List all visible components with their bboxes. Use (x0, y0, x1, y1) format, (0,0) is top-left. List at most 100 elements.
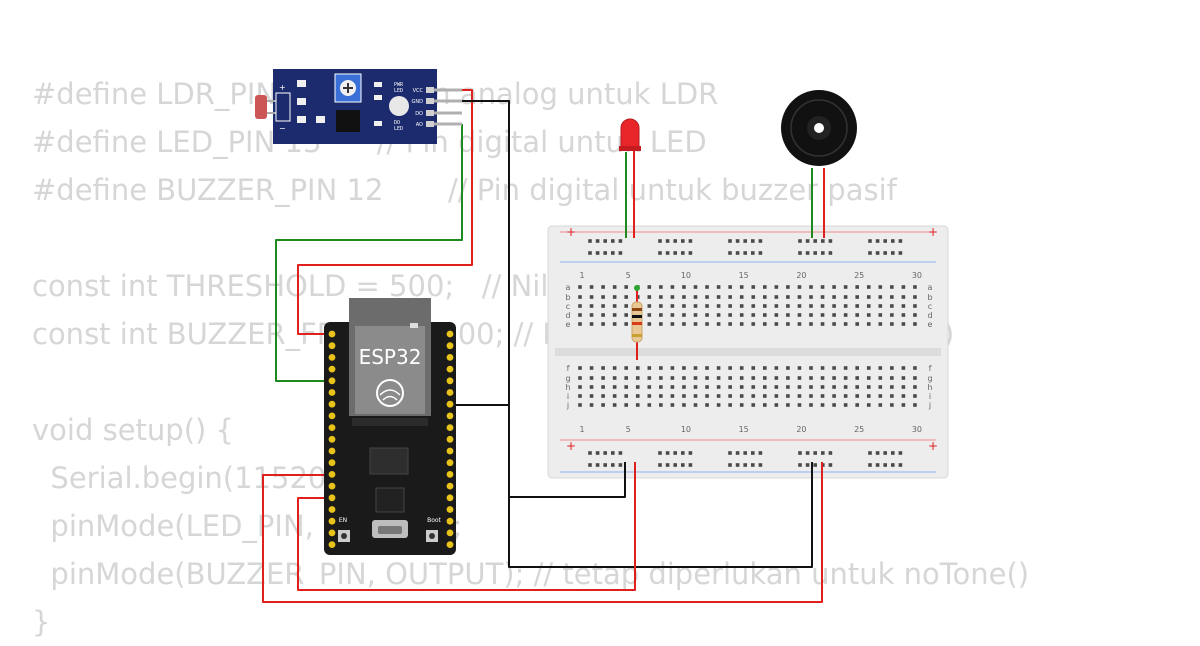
breadboard-hole[interactable] (716, 285, 721, 289)
rail-hole[interactable] (603, 251, 607, 255)
rail-hole[interactable] (821, 451, 825, 455)
rail-hole[interactable] (735, 463, 740, 467)
breadboard-hole[interactable] (682, 322, 686, 326)
breadboard-hole[interactable] (786, 376, 790, 380)
breadboard-hole[interactable] (843, 304, 848, 308)
breadboard-hole[interactable] (843, 366, 848, 370)
rail-hole[interactable] (688, 451, 693, 455)
breadboard-hole[interactable] (739, 385, 744, 389)
rail-hole[interactable] (743, 239, 747, 243)
breadboard-hole[interactable] (647, 385, 652, 389)
rail-hole[interactable] (798, 463, 802, 467)
rail-hole[interactable] (658, 239, 662, 243)
esp32-pin-right[interactable] (446, 377, 454, 385)
breadboard-hole[interactable] (589, 366, 594, 370)
breadboard-hole[interactable] (763, 366, 767, 370)
esp32-pin-left[interactable] (328, 412, 336, 420)
breadboard-hole[interactable] (670, 285, 675, 289)
breadboard-hole[interactable] (878, 376, 883, 380)
breadboard-hole[interactable] (693, 366, 698, 370)
breadboard-hole[interactable] (809, 366, 813, 370)
breadboard-hole[interactable] (739, 376, 744, 380)
rail-hole[interactable] (891, 451, 895, 455)
breadboard-hole[interactable] (624, 385, 628, 389)
breadboard-hole[interactable] (670, 403, 675, 407)
breadboard-hole[interactable] (843, 376, 848, 380)
breadboard-hole[interactable] (682, 295, 686, 299)
breadboard-hole[interactable] (693, 376, 698, 380)
breadboard-hole[interactable] (774, 295, 779, 299)
breadboard-hole[interactable] (728, 295, 732, 299)
breadboard-hole[interactable] (797, 385, 802, 389)
breadboard-hole[interactable] (797, 313, 802, 317)
esp32-pin-left[interactable] (328, 377, 336, 385)
esp32-pin-right[interactable] (446, 354, 454, 361)
rail-hole[interactable] (743, 451, 747, 455)
breadboard-hole[interactable] (601, 304, 605, 308)
breadboard-hole[interactable] (797, 304, 802, 308)
breadboard-hole[interactable] (786, 295, 790, 299)
breadboard-hole[interactable] (797, 394, 802, 398)
breadboard-hole[interactable] (624, 304, 628, 308)
breadboard-hole[interactable] (601, 295, 605, 299)
breadboard-hole[interactable] (832, 285, 836, 289)
breadboard-hole[interactable] (866, 403, 871, 407)
breadboard-hole[interactable] (797, 285, 802, 289)
rail-hole[interactable] (813, 251, 817, 255)
breadboard-hole[interactable] (751, 385, 756, 389)
breadboard-hole[interactable] (786, 313, 790, 317)
rail-hole[interactable] (751, 239, 755, 243)
breadboard-hole[interactable] (716, 366, 721, 370)
breadboard-hole[interactable] (890, 394, 894, 398)
breadboard-hole[interactable] (878, 285, 883, 289)
rail-hole[interactable] (751, 463, 755, 467)
breadboard-hole[interactable] (820, 285, 825, 289)
breadboard-hole[interactable] (589, 385, 594, 389)
breadboard-hole[interactable] (901, 394, 906, 398)
breadboard-hole[interactable] (832, 385, 836, 389)
esp32-pin-left[interactable] (328, 330, 336, 338)
rail-hole[interactable] (735, 451, 740, 455)
breadboard-hole[interactable] (670, 304, 675, 308)
rail-hole[interactable] (805, 251, 810, 255)
breadboard-hole[interactable] (612, 295, 617, 299)
breadboard-hole[interactable] (901, 366, 906, 370)
breadboard-hole[interactable] (670, 366, 675, 370)
breadboard-hole[interactable] (659, 385, 663, 389)
breadboard-hole[interactable] (601, 403, 605, 407)
rail-hole[interactable] (875, 463, 880, 467)
breadboard-hole[interactable] (843, 385, 848, 389)
breadboard-hole[interactable] (635, 385, 640, 389)
esp32-pin-left[interactable] (328, 482, 336, 490)
breadboard-hole[interactable] (763, 304, 767, 308)
rail-hole[interactable] (883, 239, 887, 243)
breadboard-hole[interactable] (832, 295, 836, 299)
breadboard-hole[interactable] (659, 285, 663, 289)
breadboard-hole[interactable] (647, 295, 652, 299)
esp32-pin-right[interactable] (446, 471, 454, 478)
breadboard-hole[interactable] (786, 394, 790, 398)
breadboard-hole[interactable] (647, 366, 652, 370)
rail-hole[interactable] (681, 463, 685, 467)
breadboard-hole[interactable] (589, 394, 594, 398)
breadboard-hole[interactable] (578, 322, 582, 326)
breadboard-hole[interactable] (601, 313, 605, 317)
breadboard-hole[interactable] (647, 322, 652, 326)
breadboard-hole[interactable] (705, 394, 709, 398)
breadboard-hole[interactable] (866, 295, 871, 299)
breadboard-hole[interactable] (728, 304, 732, 308)
breadboard-hole[interactable] (763, 295, 767, 299)
rail-hole[interactable] (618, 451, 623, 455)
breadboard-hole[interactable] (832, 313, 836, 317)
breadboard-hole[interactable] (809, 385, 813, 389)
rail-hole[interactable] (688, 239, 693, 243)
rail-hole[interactable] (595, 451, 600, 455)
breadboard-hole[interactable] (855, 304, 859, 308)
breadboard-hole[interactable] (855, 394, 859, 398)
rail-hole[interactable] (798, 239, 802, 243)
rail-hole[interactable] (611, 463, 615, 467)
breadboard-hole[interactable] (624, 322, 628, 326)
breadboard-hole[interactable] (589, 403, 594, 407)
breadboard-hole[interactable] (670, 385, 675, 389)
breadboard-hole[interactable] (728, 385, 732, 389)
